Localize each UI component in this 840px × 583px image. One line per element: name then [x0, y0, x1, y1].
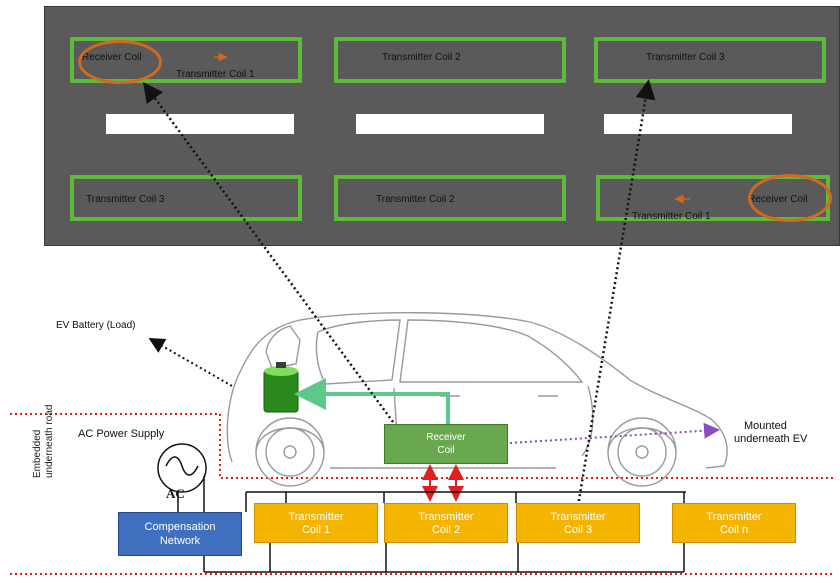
- embedded-line-2: underneath road: [44, 404, 55, 478]
- charging-flow-arrow: [294, 378, 450, 424]
- ac-power-supply-label: AC Power Supply: [78, 428, 165, 440]
- transmitter-coil-label: Transmitter Coil 2: [382, 52, 461, 63]
- transmitter-line-1: Transmitter: [288, 511, 344, 523]
- transmitter-coil-label: Transmitter Coil 3: [646, 52, 725, 63]
- transmitter-line-1: Transmitter: [550, 511, 606, 523]
- ev-battery-label: EV Battery (Load): [56, 320, 136, 331]
- coil-top-3: Transmitter Coil 3: [594, 37, 826, 83]
- transmitter-coil-label: Transmitter Coil 1: [632, 211, 711, 222]
- mounted-arrow: [509, 422, 720, 444]
- compensation-network-box: Compensation Network: [118, 512, 242, 556]
- receiver-line-1: Receiver: [426, 432, 466, 443]
- ac-symbol-label: AC: [166, 486, 185, 501]
- receiver-coil-box: Receiver Coil: [384, 424, 508, 464]
- transmitter-line-1: Transmitter: [706, 511, 762, 523]
- embedded-label: Embedded underneath road: [32, 405, 56, 478]
- receiver-line-2: Coil: [437, 445, 455, 456]
- transmitter-coil-1-box: Transmitter Coil 1: [254, 503, 378, 543]
- lane-marking: [106, 114, 294, 134]
- battery-label-arrow: [148, 338, 233, 387]
- transmitter-coil-2-box: Transmitter Coil 2: [384, 503, 508, 543]
- receiver-position-arrow: [143, 81, 398, 427]
- compensation-line-2: Network: [159, 535, 201, 547]
- transmitter-coil-label: Transmitter Coil 2: [376, 194, 455, 205]
- transmitter-coil-3-box: Transmitter Coil 3: [516, 503, 640, 543]
- lane-marking: [356, 114, 544, 134]
- transmitter-coil-label: Transmitter Coil 1: [176, 69, 255, 80]
- transmitter-coil-label: Transmitter Coil 3: [86, 194, 165, 205]
- coil-bottom-2: Transmitter Coil 2: [334, 175, 566, 221]
- road-surface-boundary: [10, 413, 835, 479]
- lane-marking: [604, 114, 792, 134]
- ev-battery: [263, 362, 299, 413]
- mounted-line-1: Mounted: [744, 420, 787, 432]
- coil-top-2: Transmitter Coil 2: [334, 37, 566, 83]
- transmitter-coil-n-box: Transmitter Coil n: [672, 503, 796, 543]
- coil-bottom-1: Transmitter Coil 3: [70, 175, 302, 221]
- transmitter-position-arrow: [576, 79, 656, 507]
- mounted-label: Mounted underneath EV: [734, 420, 807, 446]
- compensation-line-1: Compensation: [144, 521, 216, 533]
- mounted-line-2: underneath EV: [734, 433, 808, 445]
- transmitter-line-2: Coil 1: [301, 524, 331, 536]
- transmitter-line-2: Coil n: [719, 524, 749, 536]
- embedded-line-1: Embedded: [32, 429, 43, 478]
- wiring: [177, 476, 686, 573]
- ev-car: [226, 312, 728, 487]
- ac-source-icon: [157, 443, 207, 493]
- receiver-highlight-ring: [748, 174, 832, 222]
- transmitter-line-1: Transmitter: [418, 511, 474, 523]
- receiver-highlight-ring: [78, 40, 162, 84]
- transmitter-line-2: Coil 2: [431, 524, 461, 536]
- transmitter-line-2: Coil 3: [563, 524, 593, 536]
